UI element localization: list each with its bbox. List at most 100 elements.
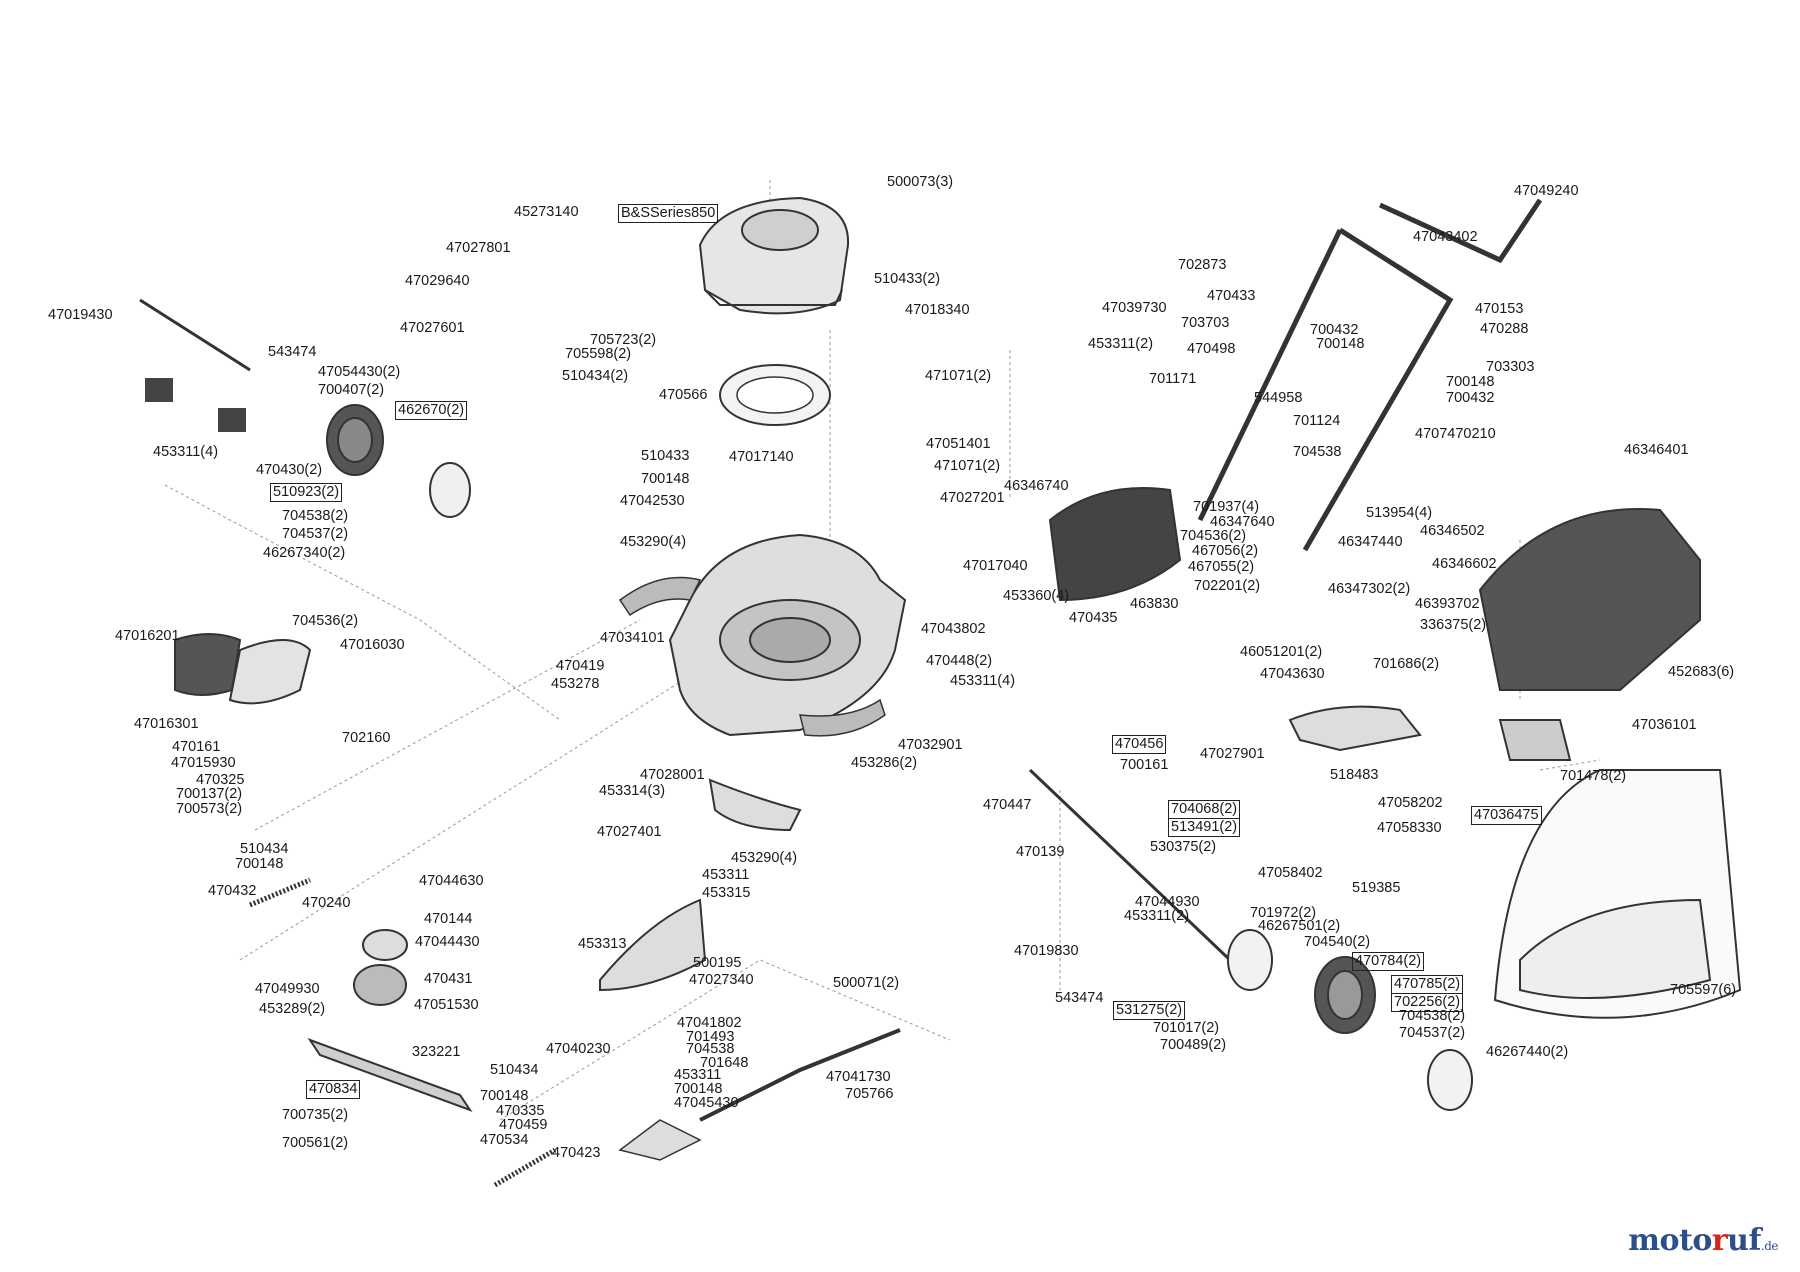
part-label: 543474 (1055, 990, 1104, 1006)
part-label: 470431 (424, 971, 473, 987)
rear-flap (174, 633, 312, 705)
part-label: 46347640 (1210, 514, 1275, 530)
part-label: 705597(6) (1670, 982, 1737, 998)
part-label: 47016030 (340, 637, 405, 653)
part-label: 47027401 (597, 824, 662, 840)
blade (307, 1038, 473, 1112)
part-label: 500073(3) (887, 174, 954, 190)
part-label: 700432 (1310, 322, 1359, 338)
part-label: 4707470210 (1415, 426, 1496, 442)
part-label: 470139 (1016, 844, 1065, 860)
part-label: 47016301 (134, 716, 199, 732)
part-label: 323221 (412, 1044, 461, 1060)
part-label: 47018340 (905, 302, 970, 318)
part-label: 47041730 (826, 1069, 891, 1085)
wheel-rear-left (326, 404, 471, 518)
part-label: 47045430 (674, 1095, 739, 1111)
part-label: 453311(2) (1088, 336, 1154, 352)
part-label: 453313 (578, 936, 627, 952)
part-label: 531275(2) (1113, 1001, 1186, 1020)
part-label: 470784(2) (1352, 952, 1425, 971)
part-label: 470288 (1480, 321, 1529, 337)
part-label: 47051530 (414, 997, 479, 1013)
wheel-front-right (1227, 929, 1473, 1111)
part-label: 510433(2) (874, 271, 941, 287)
part-label: 470144 (424, 911, 473, 927)
part-label: 700561(2) (282, 1135, 349, 1151)
mower-deck (668, 533, 907, 737)
part-label: 47019430 (48, 307, 113, 323)
part-label: 47027901 (1200, 746, 1265, 762)
part-label: 700148 (480, 1088, 529, 1104)
part-label: 704536(2) (292, 613, 359, 629)
part-label: 47029640 (405, 273, 470, 289)
part-label: 704537(2) (282, 526, 349, 542)
part-label: 518483 (1330, 767, 1379, 783)
part-label: 47027201 (940, 490, 1005, 506)
part-label: 47027601 (400, 320, 465, 336)
part-label: 47017040 (963, 558, 1028, 574)
part-label: 47019830 (1014, 943, 1079, 959)
part-label: 47054430(2) (318, 364, 401, 380)
rear-cover (1048, 487, 1182, 602)
part-label: 47032901 (898, 737, 963, 753)
part-label: 702160 (342, 730, 391, 746)
part-label: 462670(2) (395, 401, 468, 420)
part-label: 47043630 (1260, 666, 1325, 682)
part-label: 470240 (302, 895, 351, 911)
part-label: 47058202 (1378, 795, 1443, 811)
part-label: 47036475 (1471, 806, 1542, 825)
part-label: 700407(2) (318, 382, 385, 398)
part-label: 510923(2) (270, 483, 343, 502)
part-label: 470435 (1069, 610, 1118, 626)
part-label: 47015930 (171, 755, 236, 771)
part-label: 470456 (1112, 735, 1167, 754)
part-label: 46346740 (1004, 478, 1069, 494)
part-label: 701972(2) (1250, 905, 1317, 921)
part-label: 46347440 (1338, 534, 1403, 550)
part-label: 46346401 (1624, 442, 1689, 458)
part-label: 704540(2) (1304, 934, 1371, 950)
part-label: 453290(4) (620, 534, 687, 550)
part-label: 470498 (1187, 341, 1236, 357)
part-label: 470459 (499, 1117, 548, 1133)
part-label: 702873 (1178, 257, 1227, 273)
part-label: 47027340 (689, 972, 754, 988)
part-label: 470423 (552, 1145, 601, 1161)
part-label: 700148 (1446, 374, 1495, 390)
part-label: 453360(4) (1003, 588, 1070, 604)
part-label: 702201(2) (1194, 578, 1261, 594)
part-label: 453315 (702, 885, 751, 901)
part-label: 47017140 (729, 449, 794, 465)
part-label: 47016201 (115, 628, 180, 644)
part-label: 467055(2) (1188, 559, 1255, 575)
part-label: 470433 (1207, 288, 1256, 304)
part-label: B&SSeries850 (618, 204, 719, 223)
part-label: 467056(2) (1192, 543, 1259, 559)
part-label: 704538 (686, 1041, 735, 1057)
side-chute (1288, 705, 1422, 752)
part-label: 510434 (490, 1062, 539, 1078)
part-label: 453311(2) (1124, 908, 1190, 924)
part-label: 453311(4) (153, 444, 219, 460)
part-label: 700489(2) (1160, 1037, 1227, 1053)
part-label: 46346602 (1432, 556, 1497, 572)
part-label: 471071(2) (934, 458, 1001, 474)
part-label: 704068(2) (1168, 800, 1241, 819)
part-label: 46393702 (1415, 596, 1480, 612)
part-label: 47051401 (926, 436, 991, 452)
part-label: 453311 (674, 1067, 722, 1083)
part-label: 700148 (674, 1081, 723, 1097)
part-label: 47044430 (415, 934, 480, 950)
part-label: 704538(2) (1399, 1008, 1466, 1024)
part-label: 705723(2) (590, 332, 657, 348)
part-label: 700148 (641, 471, 690, 487)
part-label: 47027801 (446, 240, 511, 256)
part-label: 47040230 (546, 1041, 611, 1057)
part-label: 463830 (1130, 596, 1179, 612)
part-label: 704537(2) (1399, 1025, 1466, 1041)
part-label: 470448(2) (926, 653, 993, 669)
part-label: 336375(2) (1420, 617, 1487, 633)
